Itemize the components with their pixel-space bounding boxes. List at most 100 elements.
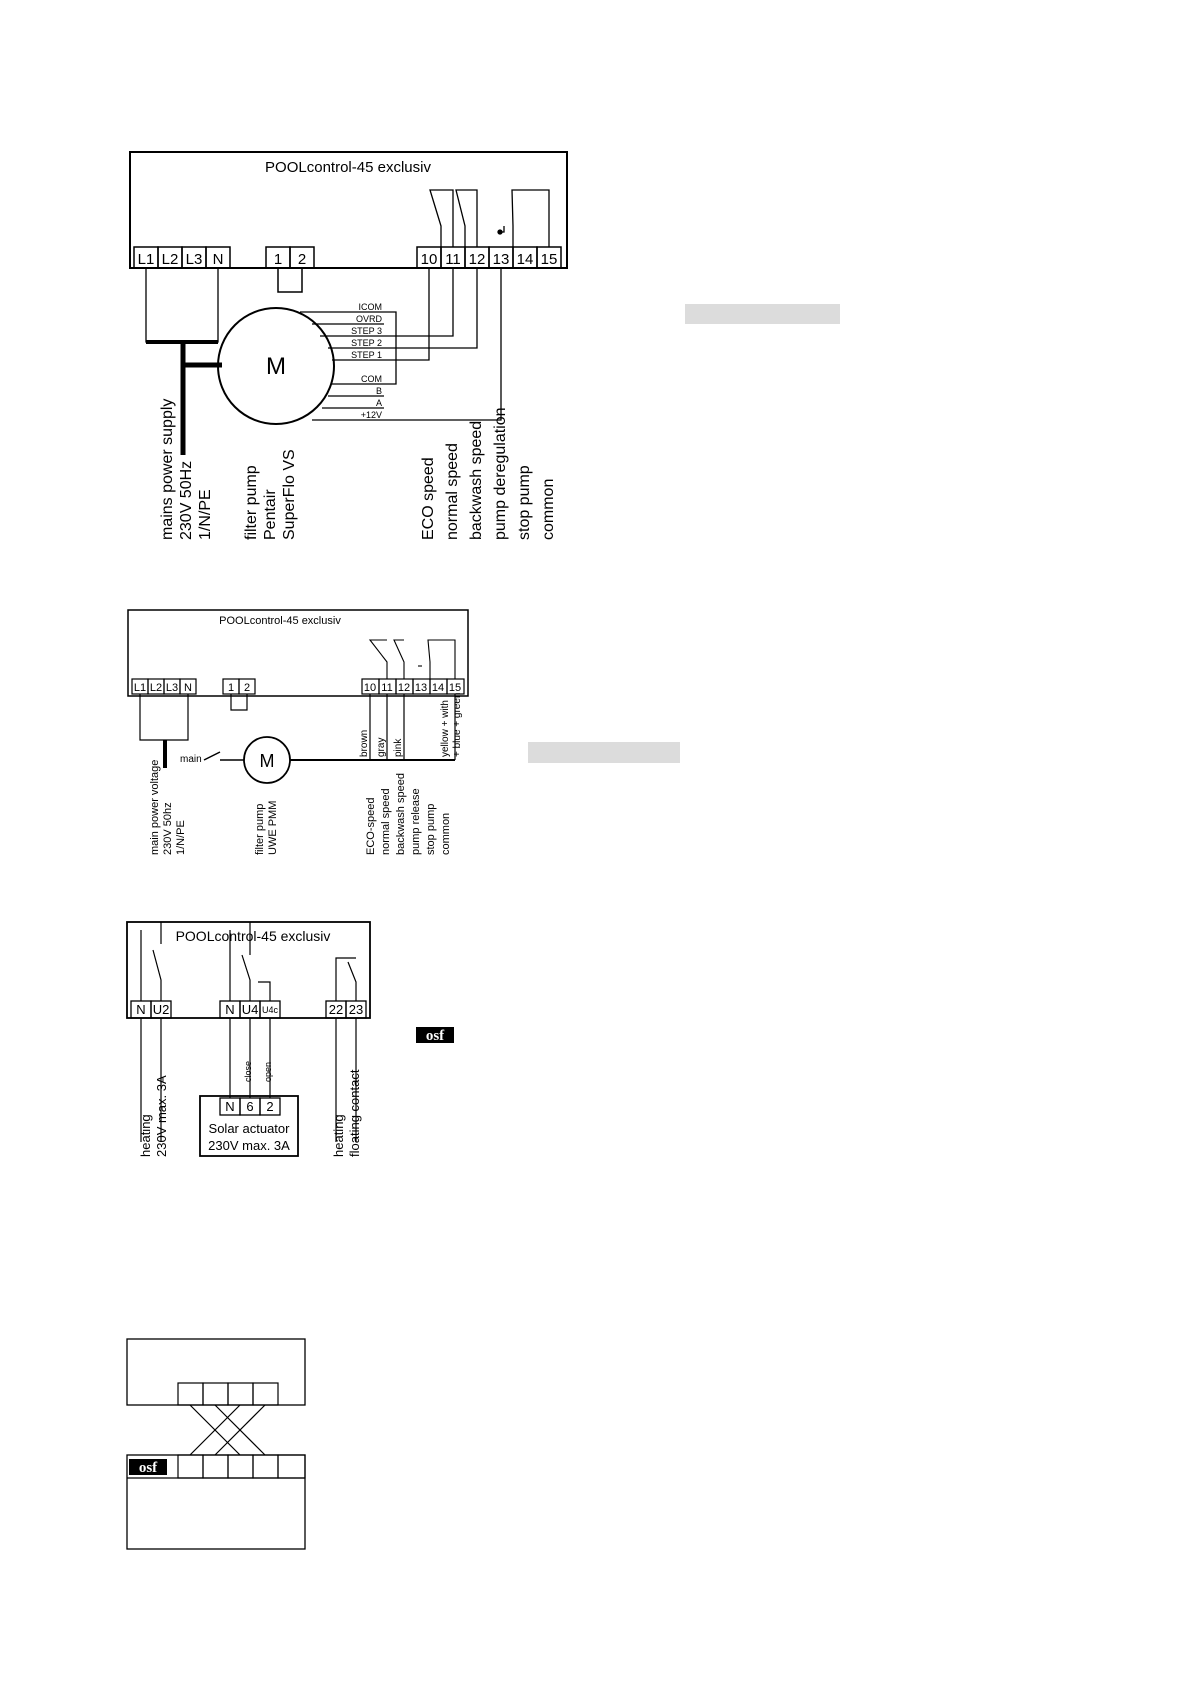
diagram-uwe: POOLcontrol-45 exclusiv L1 L2 L3 N 1 2 1…: [127, 609, 680, 855]
svg-text:backwash speed: backwash speed: [395, 773, 407, 855]
terminal-block-speed: 10 11 12 13 14 15: [416, 246, 562, 269]
svg-text:osf: osf: [426, 1028, 445, 1044]
motor-label: M: [266, 353, 286, 380]
svg-text:filter pump: filter pump: [254, 804, 266, 855]
svg-text:main power voltage: main power voltage: [149, 760, 161, 855]
terminal-label: 10: [421, 251, 438, 268]
svg-text:brown: brown: [359, 730, 370, 757]
pin-label: COM: [361, 374, 382, 384]
terminal-label: 13: [415, 682, 427, 694]
terminal-block-heating: N U2: [130, 922, 172, 1019]
svg-text:+ blue + green: + blue + green: [452, 693, 463, 758]
pin-label: B: [376, 386, 382, 396]
svg-text:floating contact: floating contact: [347, 1069, 362, 1157]
terminal-label: 2: [244, 682, 250, 694]
motor-symbol: [217, 307, 335, 425]
svg-text:230V 50Hz: 230V 50Hz: [178, 461, 195, 540]
label-supply: mains power supply 230V 50Hz 1/N/PE: [159, 399, 214, 540]
switch-label: main: [180, 754, 202, 765]
terminal-label: U4: [242, 1002, 259, 1017]
terminal-label: 1: [228, 682, 234, 694]
pin-label: A: [376, 398, 382, 408]
svg-text:filter pump: filter pump: [243, 465, 260, 540]
relay-contacts: [368, 639, 456, 679]
wire-label-close: close: [243, 1061, 253, 1082]
label-pump: filter pump Pentair SuperFlo VS: [243, 449, 298, 540]
terminal-label: U2: [153, 1002, 170, 1017]
terminal-block-power: L1 L2 L3 N: [133, 246, 231, 269]
label-functions: ECO speed normal speed backwash speed pu…: [420, 407, 557, 540]
gray-bar: [528, 742, 680, 763]
svg-text:pink: pink: [393, 738, 404, 757]
controller-title: POOLcontrol-45 exclusiv: [265, 159, 431, 176]
wire-label-open: open: [263, 1062, 273, 1082]
controller-title: POOLcontrol-45 exclusiv: [176, 928, 331, 944]
svg-text:230V max. 3A: 230V max. 3A: [154, 1075, 169, 1157]
pin-label: ICOM: [359, 302, 383, 312]
svg-text:normal speed: normal speed: [380, 788, 392, 855]
svg-text:pump deregulation: pump deregulation: [492, 407, 509, 540]
svg-text:backwash speed: backwash speed: [468, 421, 485, 540]
terminal-label: L3: [186, 251, 203, 268]
controller-box: [127, 609, 469, 697]
wire-color-label: brown: [359, 730, 370, 757]
controller-title: POOLcontrol-45 exclusiv: [219, 615, 341, 627]
label-functions: ECO-speed normal speed backwash speed pu…: [365, 773, 452, 855]
terminal-label: N: [213, 251, 224, 268]
terminal-label: 11: [381, 682, 392, 694]
wire-color-label: yellow + with + blue + green: [440, 693, 463, 758]
label-supply: main power voltage 230V 50hz 1/N/PE: [149, 760, 187, 855]
svg-text:Pentair: Pentair: [262, 489, 279, 540]
svg-text:pump release: pump release: [410, 788, 422, 855]
terminal-block-bridge: 1 2: [222, 678, 256, 711]
terminal-label: 2: [298, 251, 306, 268]
mains-wiring: [145, 268, 222, 455]
control-wiring: [369, 694, 456, 760]
svg-text:osf: osf: [139, 1460, 158, 1476]
wire-color-label: pink: [393, 738, 404, 757]
svg-text:1/N/PE: 1/N/PE: [197, 489, 214, 540]
terminal-label: 22: [329, 1002, 343, 1017]
label-pump: filter pump UWE PMM: [254, 801, 279, 855]
terminal-label: 11: [445, 251, 461, 268]
svg-text:ECO-speed: ECO-speed: [365, 798, 377, 855]
svg-text:stop pump: stop pump: [425, 804, 437, 855]
wire-color-label: gray: [376, 738, 387, 757]
terminal-label: 14: [517, 251, 534, 268]
svg-text:heating: heating: [138, 1114, 153, 1157]
motor-label: M: [260, 751, 275, 771]
terminal-label: L1: [134, 682, 146, 694]
terminal-label: 10: [364, 682, 376, 694]
svg-text:UWE PMM: UWE PMM: [267, 801, 279, 855]
terminal-label: N: [225, 1099, 234, 1114]
svg-text:normal speed: normal speed: [444, 443, 461, 540]
solar-actuator-box: [199, 1095, 299, 1157]
terminal-label: L2: [150, 682, 162, 694]
pin-label: +12V: [361, 410, 382, 420]
main-switch-icon: [203, 751, 244, 761]
terminal-block-speed: 10 11 12 13 14 15: [361, 678, 465, 695]
svg-text:common: common: [540, 479, 557, 540]
terminal-label: L2: [162, 251, 179, 268]
terminal-label: 13: [493, 251, 510, 268]
terminal-label: N: [136, 1002, 145, 1017]
terminal-label: 12: [398, 682, 410, 694]
svg-text:open: open: [263, 1062, 273, 1082]
terminal-block-solar: N U4 U4c: [219, 922, 281, 1019]
terminal-block-bridge: 1 2: [265, 246, 315, 293]
svg-text:1/N/PE: 1/N/PE: [175, 820, 187, 855]
crossover-wiring: [189, 1404, 266, 1456]
terminal-label: L3: [166, 682, 178, 694]
actuator-rating: 230V max. 3A: [208, 1138, 290, 1153]
svg-text:common: common: [440, 813, 452, 855]
svg-text:230V 50hz: 230V 50hz: [162, 802, 174, 855]
pin-label: STEP 1: [351, 350, 382, 360]
actuator-name: Solar actuator: [209, 1121, 291, 1136]
osf-logo: osf: [129, 1459, 167, 1476]
terminal-block-floating: 22 23: [325, 957, 367, 1019]
osf-logo: osf: [416, 1027, 454, 1044]
terminal-label: L1: [138, 251, 155, 268]
svg-text:yellow + with: yellow + with: [440, 700, 451, 757]
relay-contacts: [429, 189, 550, 247]
